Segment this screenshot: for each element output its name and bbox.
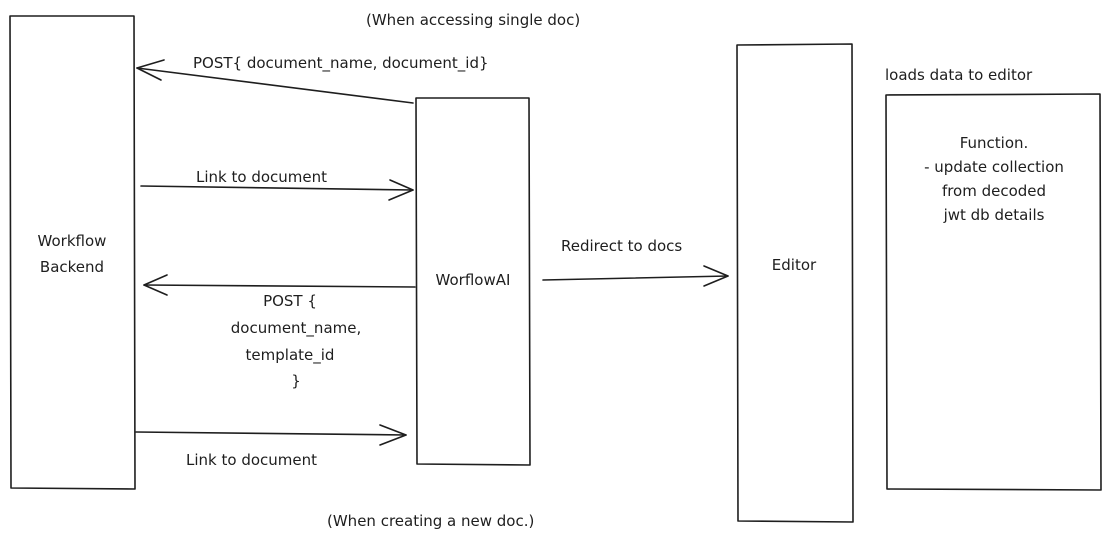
edge-label-redirect: Redirect to docs — [561, 237, 682, 255]
arrowhead-redirect — [703, 265, 729, 287]
arrow-post-single-doc — [136, 67, 414, 104]
workflow-backend-label-line2: Backend — [40, 258, 104, 276]
edge-label-link-create-doc: Link to document — [186, 451, 317, 469]
edge-redirect: Redirect to docs — [542, 237, 729, 287]
function-box-title: loads data to editor — [885, 66, 1033, 84]
edge-label-post-create-line1: POST { — [263, 292, 317, 310]
function-line-3: from decoded — [942, 182, 1046, 200]
edge-post-create-doc: POST { document_name, template_id } — [143, 274, 416, 390]
arrowhead-post-single-doc — [136, 59, 165, 81]
editor-node: Editor — [736, 43, 854, 523]
header-note: (When accessing single doc) — [366, 11, 580, 29]
edge-label-post-single-doc: POST{ document_name, document_id} — [193, 54, 489, 73]
arrow-post-create-doc — [143, 284, 416, 288]
arrowhead-link-single-doc — [388, 179, 414, 201]
editor-label: Editor — [772, 256, 817, 274]
edge-link-single-doc: Link to document — [140, 168, 414, 201]
function-line-2: - update collection — [924, 158, 1064, 176]
arrow-redirect — [542, 275, 729, 281]
workflow-backend-node: Workflow Backend — [9, 15, 136, 490]
workflowai-label: WorflowAI — [436, 271, 511, 289]
arrowhead-link-create-doc — [379, 424, 407, 446]
function-line-4: jwt db details — [943, 206, 1045, 224]
edge-label-link-single-doc: Link to document — [196, 168, 327, 186]
workflow-backend-label-line1: Workflow — [38, 232, 107, 250]
arrow-link-single-doc — [140, 185, 414, 191]
edge-label-post-create-line3: template_id — [246, 346, 335, 365]
workflowai-node: WorflowAI — [415, 97, 531, 466]
edge-label-post-create-line2: document_name, — [231, 319, 362, 338]
arrow-link-create-doc — [135, 431, 407, 436]
edge-label-post-create-line4: } — [291, 372, 301, 390]
edge-link-create-doc: Link to document — [135, 424, 407, 469]
function-node: loads data to editor Function. - update … — [885, 66, 1102, 491]
arrowhead-post-create-doc — [143, 274, 168, 296]
edge-post-single-doc: POST{ document_name, document_id} — [136, 54, 489, 104]
function-line-1: Function. — [960, 134, 1029, 152]
footer-note: (When creating a new doc.) — [327, 512, 534, 530]
